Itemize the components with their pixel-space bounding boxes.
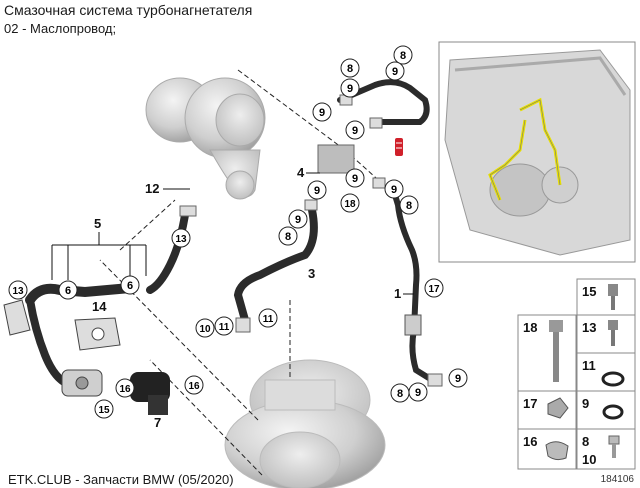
svg-text:9: 9 xyxy=(391,184,397,196)
callout-15a: 15 xyxy=(94,399,114,419)
footer-source: ETK.CLUB - Запчасти BMW (05/2020) xyxy=(8,472,234,487)
callout-10: 10 xyxy=(195,318,215,338)
svg-text:18: 18 xyxy=(344,199,356,210)
svg-text:8: 8 xyxy=(400,50,406,62)
legend-18: 18 xyxy=(523,320,537,335)
label-14: 14 xyxy=(92,299,107,314)
svg-text:9: 9 xyxy=(295,214,301,226)
label-1: 1 xyxy=(394,286,401,301)
image-ref-number: 184106 xyxy=(600,474,634,485)
callout-9c: 9 xyxy=(312,102,332,122)
diagram-subtitle: 02 - Маслопровод; xyxy=(4,21,117,36)
legend-13: 13 xyxy=(582,320,596,335)
legend-9: 9 xyxy=(582,396,589,411)
plain-labels: 12 4 5 3 1 14 7 xyxy=(51,165,414,430)
callout-9g: 9 xyxy=(384,179,404,199)
callout-9e: 9 xyxy=(345,168,365,188)
red-seal-part xyxy=(395,138,403,156)
legend-16: 16 xyxy=(523,434,537,449)
svg-text:11: 11 xyxy=(263,314,274,325)
parts-legend-panel: 15 18 13 11 17 9 16 8 10 xyxy=(517,278,636,470)
svg-text:16: 16 xyxy=(188,381,200,392)
legend-10: 10 xyxy=(582,452,596,467)
fittings xyxy=(3,94,443,415)
svg-text:9: 9 xyxy=(347,83,353,95)
turbocharger-lower xyxy=(224,359,386,488)
svg-text:8: 8 xyxy=(285,231,291,243)
svg-text:9: 9 xyxy=(352,173,358,185)
svg-text:8: 8 xyxy=(397,388,403,400)
callout-9i: 9 xyxy=(448,368,468,388)
callout-9a: 9 xyxy=(385,61,405,81)
label-7: 7 xyxy=(154,415,161,430)
header: Смазочная система турбонагнетателя 02 - … xyxy=(0,0,640,40)
callout-17a: 17 xyxy=(424,278,444,298)
callout-6a: 6 xyxy=(58,280,78,300)
legend-17: 17 xyxy=(523,396,537,411)
svg-text:16: 16 xyxy=(119,384,131,395)
callout-9h: 9 xyxy=(288,209,308,229)
label-5: 5 xyxy=(94,216,101,231)
callout-9f: 9 xyxy=(307,180,327,200)
callout-16b: 16 xyxy=(184,375,204,395)
callout-9d: 9 xyxy=(345,120,365,140)
svg-text:8: 8 xyxy=(347,63,353,75)
svg-text:13: 13 xyxy=(175,234,187,245)
svg-text:9: 9 xyxy=(314,185,320,197)
callout-11a: 11 xyxy=(214,316,234,336)
legend-11: 11 xyxy=(582,358,596,373)
svg-text:9: 9 xyxy=(352,125,358,137)
callout-8c: 8 xyxy=(399,195,419,215)
turbocharger-upper xyxy=(145,77,266,200)
svg-text:9: 9 xyxy=(319,107,325,119)
svg-text:9: 9 xyxy=(392,66,398,78)
label-4: 4 xyxy=(297,165,305,180)
callout-11b: 11 xyxy=(258,308,278,328)
engine-inset xyxy=(438,41,636,263)
legend-8: 8 xyxy=(582,434,589,449)
callouts: 8 9 8 9 9 9 9 9 18 9 8 9 8 13 13 6 6 17 … xyxy=(8,45,468,419)
legend-15: 15 xyxy=(582,284,596,299)
svg-text:13: 13 xyxy=(12,286,24,297)
callout-9b: 9 xyxy=(340,78,360,98)
svg-text:15: 15 xyxy=(98,405,110,416)
callout-18a: 18 xyxy=(340,193,360,213)
callout-8b: 8 xyxy=(340,58,360,78)
callout-9j: 9 xyxy=(408,382,428,402)
svg-text:6: 6 xyxy=(127,280,133,292)
svg-text:9: 9 xyxy=(455,373,461,385)
callout-13a: 13 xyxy=(171,228,191,248)
svg-text:11: 11 xyxy=(219,322,230,333)
svg-text:6: 6 xyxy=(65,285,71,297)
label-12: 12 xyxy=(145,181,159,196)
svg-text:9: 9 xyxy=(415,387,421,399)
diagram-title: Смазочная система турбонагнетателя xyxy=(4,2,253,18)
svg-text:10: 10 xyxy=(199,324,211,335)
svg-text:17: 17 xyxy=(428,284,440,295)
callout-8e: 8 xyxy=(390,383,410,403)
callout-8d: 8 xyxy=(278,226,298,246)
label-3: 3 xyxy=(308,266,315,281)
callout-16a: 16 xyxy=(115,378,135,398)
callout-6b: 6 xyxy=(120,275,140,295)
callout-13b: 13 xyxy=(8,280,28,300)
callout-8a: 8 xyxy=(393,45,413,65)
svg-text:8: 8 xyxy=(406,200,412,212)
